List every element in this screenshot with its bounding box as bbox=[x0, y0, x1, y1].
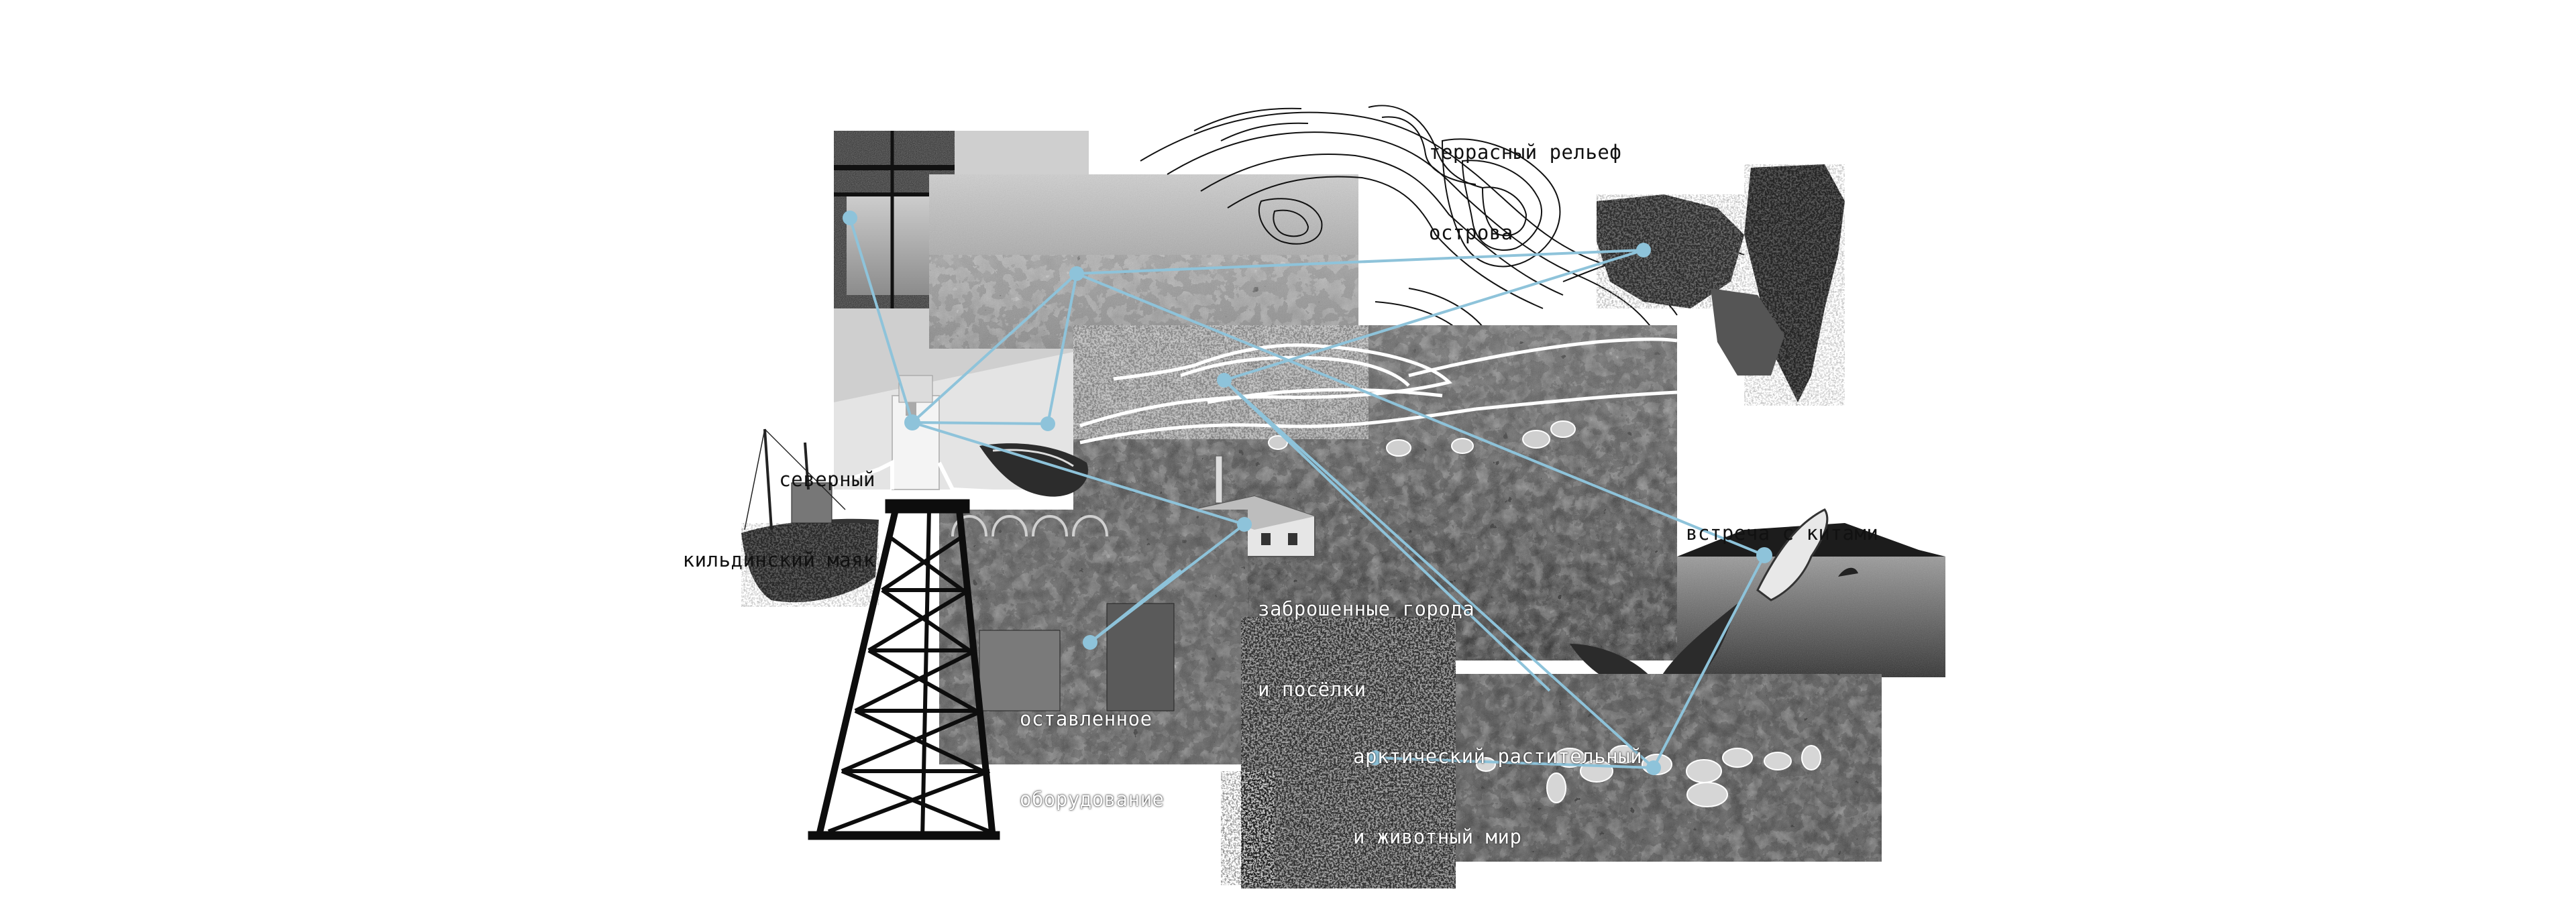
node-ground bbox=[1368, 750, 1383, 765]
arctic-fauna-photo bbox=[1442, 674, 1882, 862]
connection-lines bbox=[849, 217, 1766, 769]
lattice-pylon-tower bbox=[808, 499, 1000, 840]
node-cliffs bbox=[1636, 243, 1651, 257]
label-whales: встреча с китами bbox=[1686, 522, 1879, 544]
node-machinery bbox=[1083, 635, 1097, 650]
node-building bbox=[1237, 517, 1252, 532]
node-shipwreck bbox=[1040, 416, 1055, 431]
label-abandoned-towns: заброшенные города и посёлки bbox=[1258, 597, 1475, 701]
node-terrain bbox=[1217, 373, 1232, 388]
label-arctic-flora-fauna: арктический растительный и животный мир bbox=[1353, 745, 1643, 848]
node-whale bbox=[1756, 547, 1772, 563]
rocky-ground-texture bbox=[1221, 617, 1456, 888]
node-lighthouse bbox=[904, 414, 920, 430]
whale-breach-photo bbox=[1677, 508, 1945, 677]
connection-nodes bbox=[843, 211, 1772, 775]
stormy-sea-photo bbox=[929, 174, 1358, 349]
label-equipment: оставленное оборудование bbox=[1020, 707, 1165, 811]
node-sea bbox=[1069, 266, 1084, 281]
node-lantern bbox=[843, 211, 857, 225]
fishing-boat-photo bbox=[741, 428, 879, 607]
abandoned-machinery-photo bbox=[939, 510, 1248, 764]
node-fauna bbox=[1646, 760, 1661, 775]
label-terrace-relief: террасный рельеф острова bbox=[1429, 141, 1622, 244]
label-lighthouse: северный кильдинский маяк bbox=[682, 468, 875, 571]
